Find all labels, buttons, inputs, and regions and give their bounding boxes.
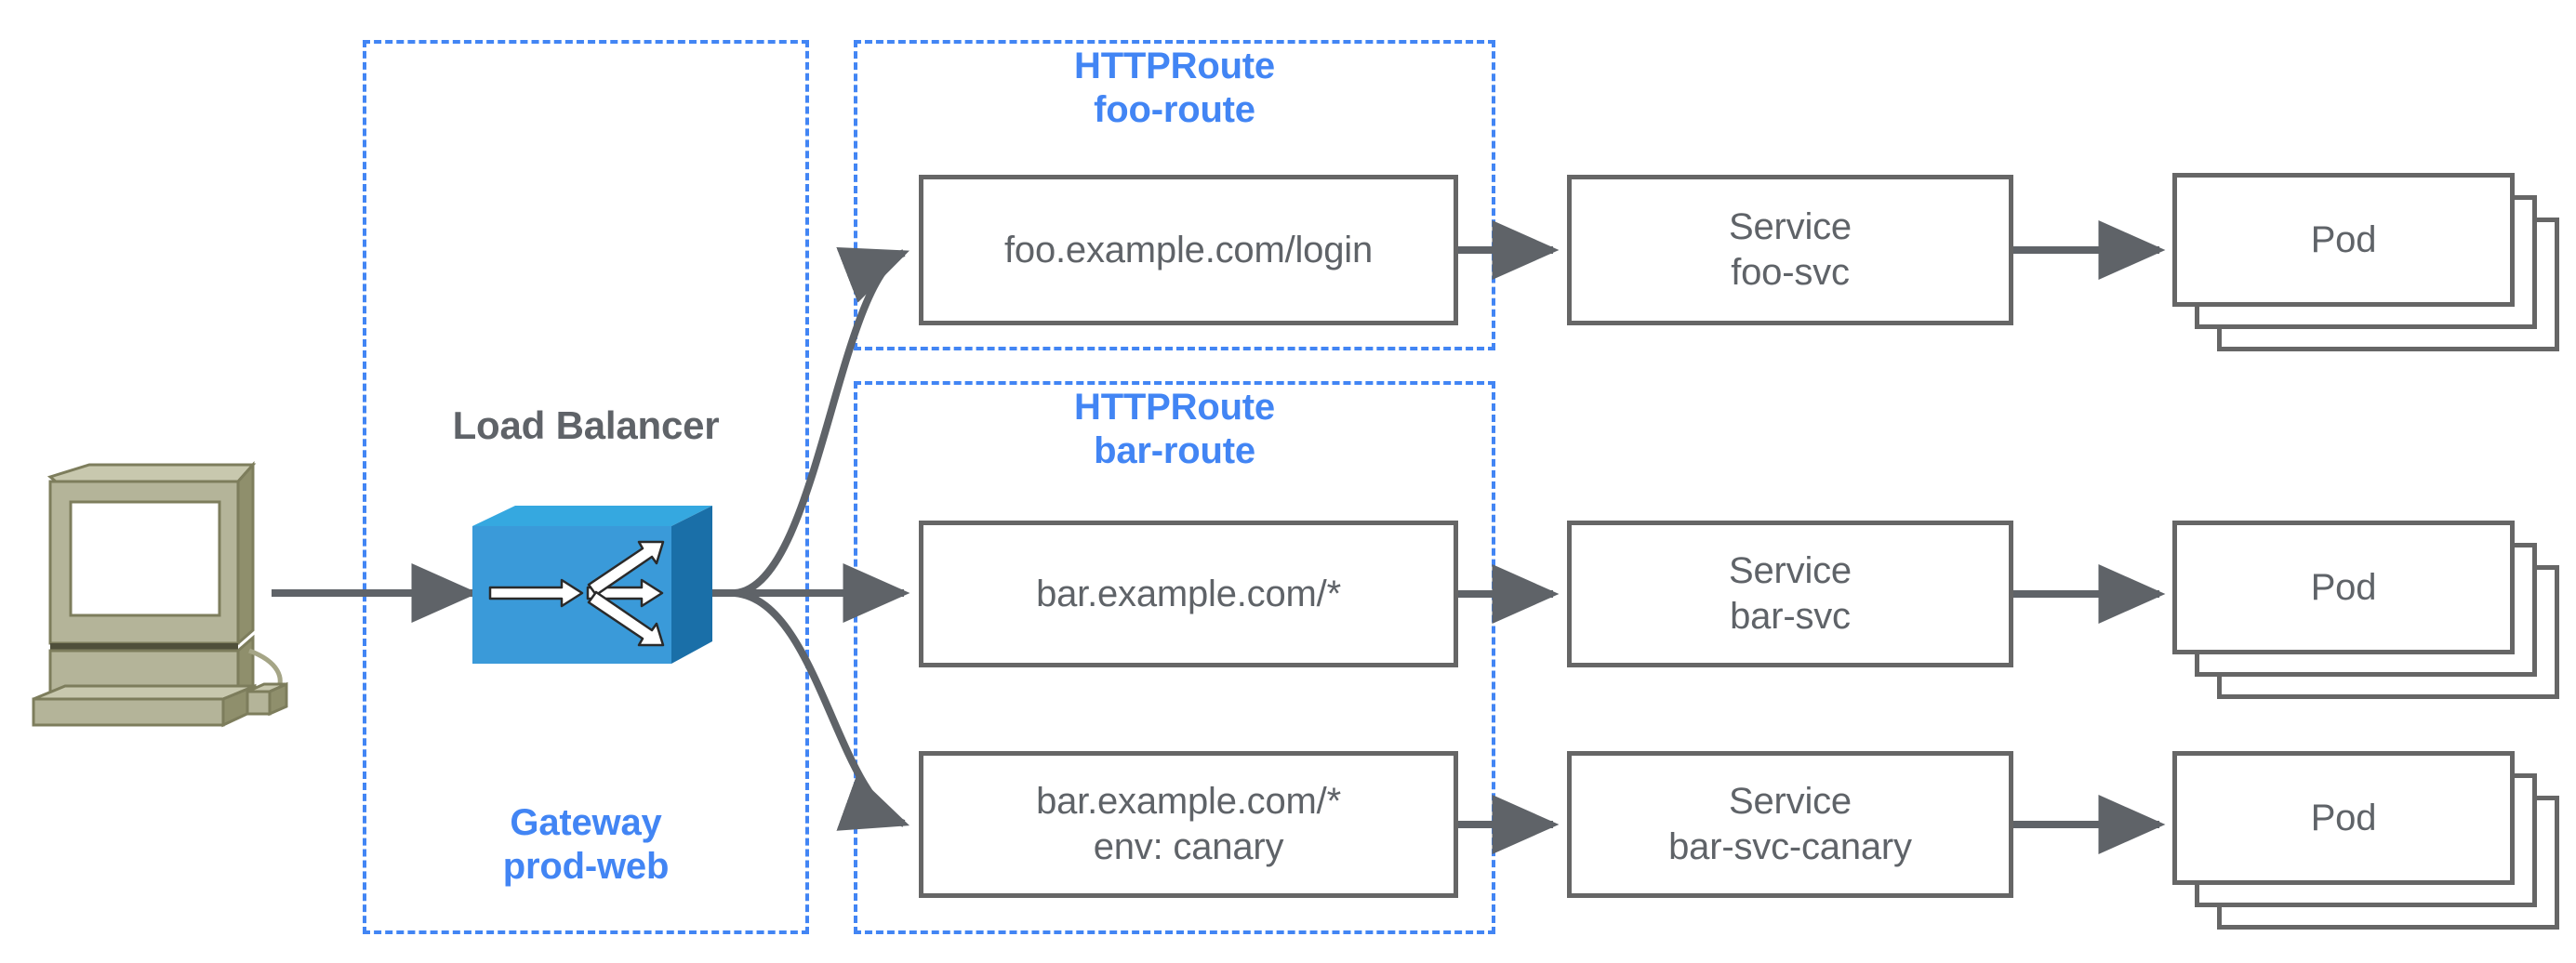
route-match-foo-login[interactable]: foo.example.com/login (919, 175, 1458, 325)
pod-stack-bar-canary[interactable]: Pod (2172, 751, 2563, 946)
load-balancer-icon[interactable] (472, 506, 712, 664)
gateway-group-title: Gateway prod-web (502, 802, 670, 888)
httproute-foo-route-boundary (854, 40, 1495, 350)
pod-stack-foo[interactable]: Pod (2172, 173, 2563, 368)
pod-stack-bar[interactable]: Pod (2172, 521, 2563, 716)
httproute-foo-route-title: HTTPRoute foo-route (1074, 46, 1275, 131)
route-match-bar-wildcard[interactable]: bar.example.com/* (919, 521, 1458, 667)
pod-layer-front[interactable]: Pod (2172, 173, 2515, 307)
pod-layer-front[interactable]: Pod (2172, 751, 2515, 885)
service-foo-svc[interactable]: Service foo-svc (1567, 175, 2013, 325)
load-balancer-label: Load Balancer (452, 403, 720, 447)
pod-layer-front[interactable]: Pod (2172, 521, 2515, 654)
service-bar-svc[interactable]: Service bar-svc (1567, 521, 2013, 667)
desktop-computer-icon[interactable] (32, 461, 288, 728)
route-match-bar-canary[interactable]: bar.example.com/* env: canary (919, 751, 1458, 898)
service-bar-svc-canary[interactable]: Service bar-svc-canary (1567, 751, 2013, 898)
httproute-bar-route-title: HTTPRoute bar-route (1074, 387, 1275, 472)
